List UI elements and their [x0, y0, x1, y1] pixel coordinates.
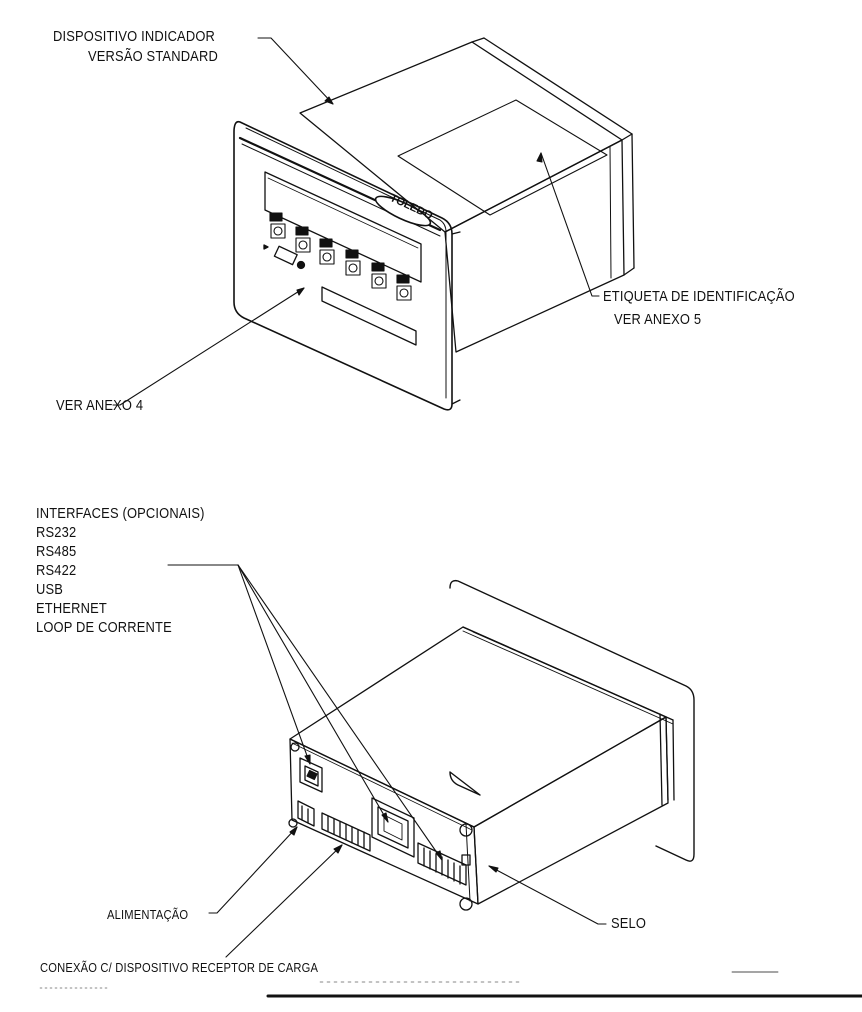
conexao-label: CONEXÃO C/ DISPOSITIVO RECEPTOR DE CARGA [40, 960, 319, 975]
bottom-leaders [167, 564, 607, 958]
interface-item: USB [36, 581, 64, 598]
lower-slot [321, 286, 417, 346]
front-bezel [233, 120, 453, 411]
front-keys [269, 212, 412, 301]
indicator-front-view: TOLEDO [233, 37, 635, 411]
rear-screw [288, 818, 298, 828]
interface-item: RS485 [36, 543, 77, 560]
etiqueta-label-line1: ETIQUETA DE IDENTIFICAÇÃO [603, 288, 795, 305]
identification-label-area [397, 99, 608, 216]
housing-top-face [299, 41, 623, 233]
usb-front-port [273, 245, 298, 266]
interface-item: LOOP DE CORRENTE [36, 619, 172, 636]
led-indicator [296, 260, 306, 270]
indicator-rear-view [288, 579, 695, 911]
interfaces-title: INTERFACES (OPCIONAIS) [36, 505, 205, 522]
rear-screw [290, 742, 300, 752]
rear-top-face [289, 626, 667, 828]
display-window [264, 171, 422, 283]
interface-item: RS422 [36, 562, 77, 579]
power-terminal [297, 800, 315, 827]
usb-port [299, 757, 323, 793]
device-label-line2: VERSÃO STANDARD [88, 48, 218, 65]
device-label-line1: DISPOSITIVO INDICADOR [53, 28, 216, 45]
ver-anexo-4-label: VER ANEXO 4 [56, 397, 144, 414]
ethernet-port [371, 797, 415, 858]
rear-bezel [449, 579, 695, 862]
rear-side-face [473, 716, 669, 905]
top-leaders [112, 37, 600, 406]
selo-label: SELO [611, 915, 647, 932]
alimentacao-label: ALIMENTAÇÃO [107, 907, 189, 922]
toledo-logo: TOLEDO [374, 192, 435, 227]
etiqueta-label-line2: VER ANEXO 5 [614, 311, 702, 328]
interface-terminal [417, 842, 467, 886]
housing-side-face [444, 139, 625, 353]
load-cell-terminal [321, 812, 371, 852]
interface-item: RS232 [36, 524, 77, 541]
interface-item: ETHERNET [36, 600, 107, 617]
rear-panel [289, 738, 479, 905]
seal-screws [459, 823, 473, 911]
